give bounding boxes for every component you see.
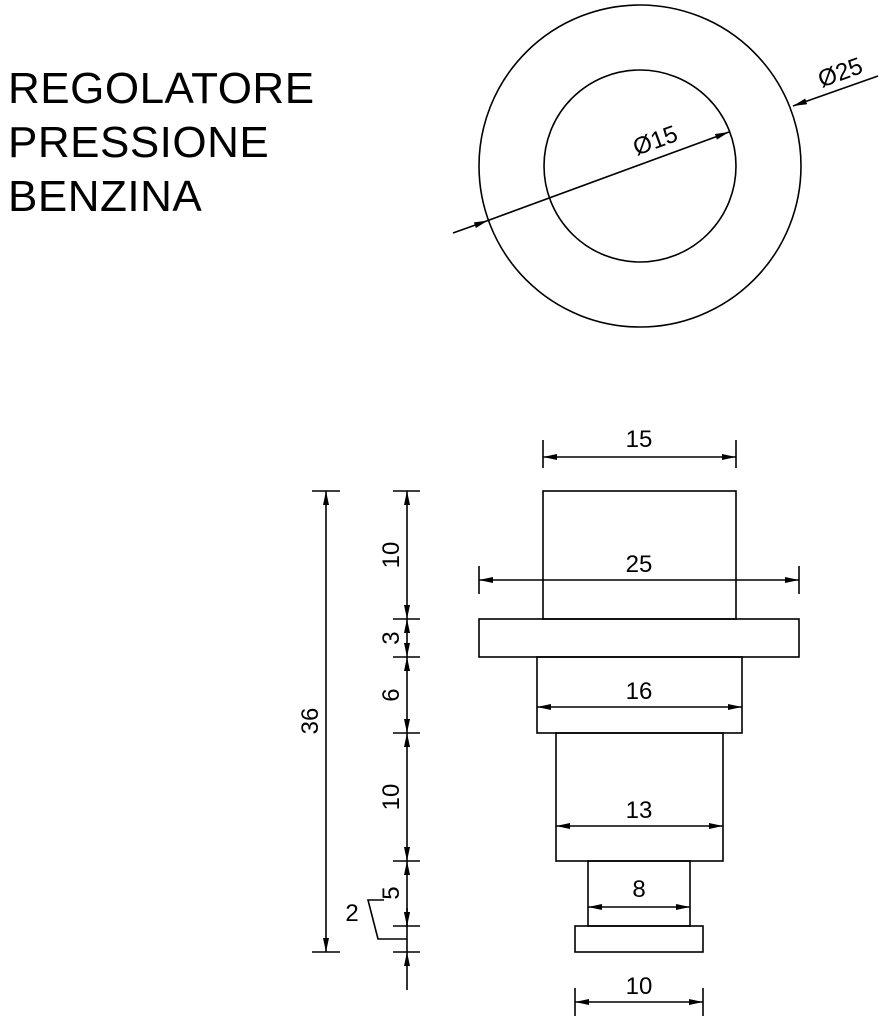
label-height-10-top: 10 [378,542,405,569]
diameter-25-leader [452,219,489,234]
label-height-2: 2 [345,900,358,927]
label-width-10: 10 [626,973,653,1000]
diameter-15-line [487,131,730,222]
diameter-25-line [792,75,879,107]
label-diameter-25: Ø25 [814,53,866,94]
label-width-13: 13 [626,797,653,824]
label-height-10-mid: 10 [378,784,405,811]
title-line-1: REGOLATORE [8,64,315,113]
label-height-6: 6 [378,688,405,701]
label-height-5: 5 [378,886,405,899]
label-width-25: 25 [626,551,653,578]
label-height-3: 3 [378,631,405,644]
base [574,925,704,953]
title-line-2: PRESSIONE [8,118,270,167]
label-height-36: 36 [297,708,324,735]
label-diameter-15: Ø15 [629,121,681,162]
dim-2-leader [366,899,407,940]
label-width-8: 8 [632,876,645,903]
title-line-3: BENZINA [8,172,203,221]
outer-circle [478,4,802,328]
label-width-15: 15 [626,426,653,453]
label-width-16: 16 [626,678,653,705]
inner-circle [543,69,737,263]
flange [478,618,800,658]
drawing-title: REGOLATORE PRESSIONE BENZINA [8,62,315,224]
